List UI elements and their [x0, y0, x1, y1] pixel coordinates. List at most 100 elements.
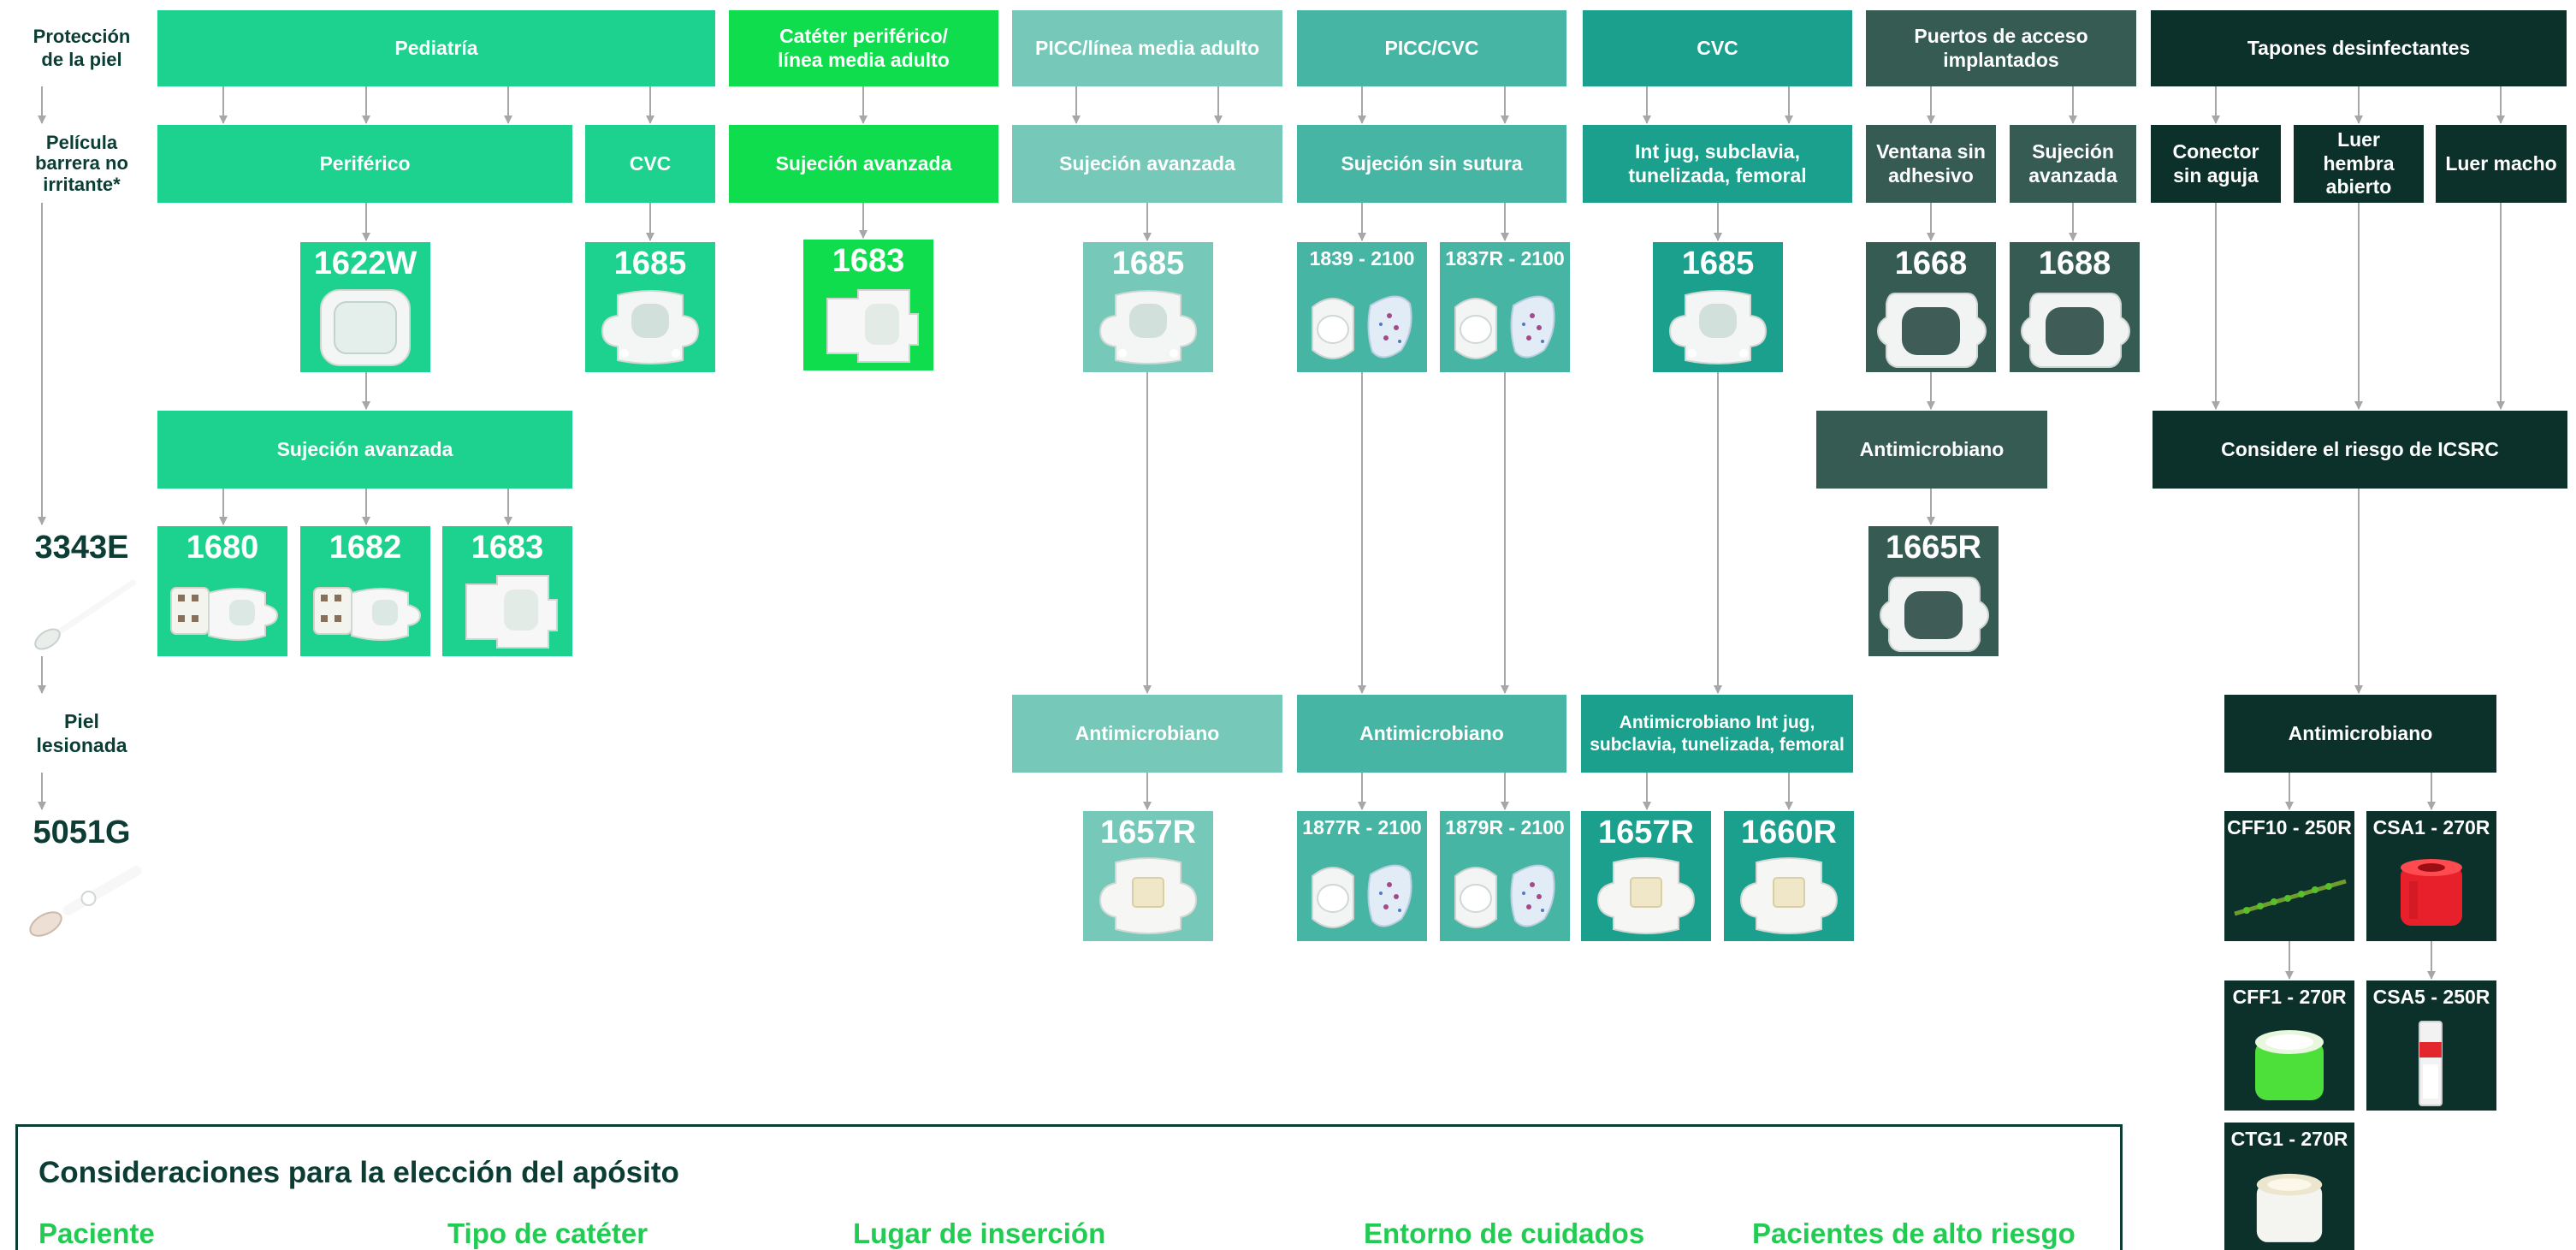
product-code: 1683 [471, 530, 544, 566]
product-code: CTG1 - 270R [2230, 1128, 2348, 1150]
product-1879r-2100: 1879R - 2100 [1440, 811, 1570, 941]
subcategory-male-luer: Luer macho [2436, 125, 2567, 203]
applicator-icon [16, 847, 147, 941]
product-1688: 1688 [2010, 242, 2140, 372]
dressing-icon [1866, 278, 1996, 372]
dressing-icon [1297, 847, 1427, 941]
subcategory-ports-antimicrobial: Antimicrobiano [1816, 411, 2047, 489]
dressing-icon [300, 278, 430, 372]
subcategory-pediatric-peripheral: Periférico [157, 125, 572, 203]
category-disinfecting-caps: Tapones desinfectantes [2151, 10, 2567, 86]
consideration-patient: Paciente [38, 1217, 155, 1249]
applicator-icon [16, 562, 147, 656]
dressing-icon [157, 562, 287, 656]
category-picc-midline: PICC/línea media adulto [1012, 10, 1282, 86]
product-csa5-250r: CSA5 - 250R [2366, 980, 2496, 1111]
product-code: 1839 - 2100 [1309, 247, 1415, 270]
product-code: 1665R [1886, 530, 1981, 566]
product-1622w: 1622W [300, 242, 430, 372]
product-1682: 1682 [300, 526, 430, 656]
subcategory-cvc-sites: Int jug, subclavia, tunelizada, femoral [1583, 125, 1852, 203]
product-code: 3343E [34, 530, 129, 566]
product-code: 1657R [1598, 815, 1694, 850]
product-code: 1668 [1894, 246, 1968, 281]
consideration-insertion-site: Lugar de inserción [853, 1217, 1106, 1249]
subcategory-picc-cvc-sutureless: Sujeción sin sutura [1297, 125, 1566, 203]
subcategory-picc-midline-antimicrobial: Antimicrobiano [1012, 695, 1282, 773]
cap-icon [2366, 847, 2496, 941]
dressing-icon [1297, 278, 1427, 372]
consideration-care-setting: Entorno de cuidados [1364, 1217, 1645, 1249]
dressing-icon [1083, 278, 1213, 372]
category-skin-protection: Protección de la piel [33, 26, 131, 70]
product-code: CSA1 - 270R [2372, 816, 2490, 838]
cap-icon [2366, 1016, 2496, 1111]
dressing-icon [1083, 847, 1213, 941]
category-picc-cvc: PICC/CVC [1297, 10, 1566, 86]
subcategory-pediatric-cvc: CVC [585, 125, 715, 203]
dressing-icon [1653, 278, 1783, 372]
product-1685-picc: 1685 [1083, 242, 1213, 372]
product-code: 1685 [1681, 246, 1755, 281]
subcategory-picc-midline-advanced: Sujeción avanzada [1012, 125, 1282, 203]
product-1680: 1680 [157, 526, 287, 656]
product-5051g: 5051G [16, 811, 147, 941]
product-code: 1622W [313, 246, 417, 281]
product-1877r-2100: 1877R - 2100 [1297, 811, 1427, 941]
product-code: 5051G [33, 815, 131, 850]
dressing-icon [1868, 562, 1999, 656]
subcategory-ports-window: Ventana sin adhesivo [1866, 125, 1996, 203]
cap-icon [2224, 1016, 2354, 1111]
subcategory-ports-advanced: Sujeción avanzada [2010, 125, 2136, 203]
category-cvc: CVC [1583, 10, 1852, 86]
product-ctg1-270r: CTG1 - 270R [2224, 1123, 2354, 1250]
product-code: 1879R - 2100 [1445, 816, 1565, 838]
subcategory-cvc-antimicrobial: Antimicrobiano Int jug, subclavia, tunel… [1581, 695, 1853, 773]
product-code: 1680 [186, 530, 259, 566]
product-1683-pediatric: 1683 [442, 526, 572, 656]
dressing-icon [300, 562, 430, 656]
dressing-icon [2010, 278, 2140, 372]
product-code: CSA5 - 250R [2372, 986, 2490, 1008]
considerations-box: Consideraciones para la elección del apó… [15, 1124, 2123, 1250]
product-code: CFF1 - 270R [2232, 986, 2347, 1008]
product-1685-pediatric: 1685 [585, 242, 715, 372]
subcategory-open-female-luer: Luer hembra abierto [2294, 125, 2424, 203]
product-1657r-cvc: 1657R [1581, 811, 1711, 941]
product-1685-cvc: 1685 [1653, 242, 1783, 372]
product-1837r-2100: 1837R - 2100 [1440, 242, 1570, 372]
cap-icon [2224, 1164, 2354, 1250]
product-code: CFF10 - 250R [2227, 816, 2352, 838]
product-1665r: 1665R [1868, 526, 1999, 656]
product-cff1-270r: CFF1 - 270R [2224, 980, 2354, 1111]
product-code: 1660R [1741, 815, 1837, 850]
product-1683-adult: 1683 [803, 240, 933, 370]
category-implanted-ports: Puertos de acceso implantados [1866, 10, 2136, 86]
product-cff10-250r: CFF10 - 250R [2224, 811, 2354, 941]
product-code: 1688 [2038, 246, 2111, 281]
subcategory-caps-antimicrobial: Antimicrobiano [2224, 695, 2496, 773]
dressing-icon [1724, 847, 1854, 941]
category-peripheral-adult: Catéter periférico/ línea media adulto [729, 10, 998, 86]
product-code: 1877R - 2100 [1302, 816, 1422, 838]
category-pediatrics: Pediatría [157, 10, 715, 86]
product-1660r: 1660R [1724, 811, 1854, 941]
subcategory-pediatric-advanced: Sujeción avanzada [157, 411, 572, 489]
subcategory-peripheral-advanced: Sujeción avanzada [729, 125, 998, 203]
product-code: 1657R [1100, 815, 1196, 850]
subcategory-barrier-film: Película barrera no irritante* [35, 132, 128, 195]
product-code: 1685 [613, 246, 687, 281]
product-code: 1683 [832, 243, 905, 279]
dressing-icon [1440, 278, 1570, 372]
subcategory-picc-cvc-antimicrobial: Antimicrobiano [1297, 695, 1566, 773]
consideration-high-risk: Pacientes de alto riesgo [1752, 1217, 2076, 1249]
subcategory-consider-icsrc: Considere el riesgo de ICSRC [2153, 411, 2567, 489]
considerations-title: Consideraciones para la elección del apó… [38, 1156, 679, 1189]
dressing-icon [442, 562, 572, 656]
product-code: 1685 [1111, 246, 1185, 281]
product-csa1-270r: CSA1 - 270R [2366, 811, 2496, 941]
dressing-icon [1440, 847, 1570, 941]
cap-icon [2224, 847, 2354, 941]
product-3343e: 3343E [16, 526, 147, 656]
